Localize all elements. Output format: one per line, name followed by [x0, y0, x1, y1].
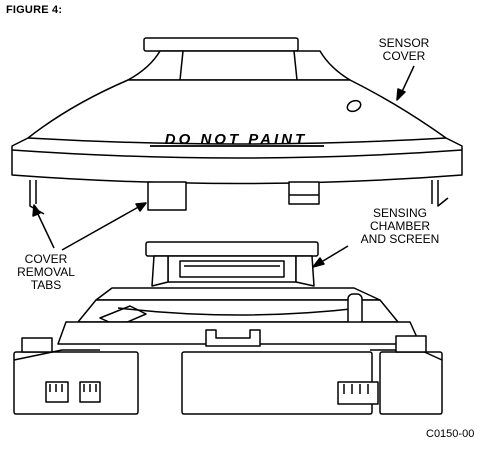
chamber-base-flare — [151, 255, 315, 287]
chamber-top-plate — [145, 241, 319, 257]
base-center-clip — [205, 329, 261, 347]
terminal-block-left-teeth — [49, 384, 97, 392]
sensor-cover-label-line2: COVER — [382, 49, 426, 63]
do-not-paint-text: DO NOT PAINT — [165, 131, 307, 148]
cover-removal-tabs-label: COVER REMOVAL TABS — [10, 253, 82, 292]
callout-arrows — [32, 65, 415, 268]
detector-base — [13, 287, 443, 415]
tabs-arrowhead-left — [32, 204, 41, 217]
sensor-cover-label: SENSOR COVER — [366, 37, 442, 63]
sensing-chamber-label-line2: CHAMBER — [369, 219, 430, 233]
tabs-leader-left — [35, 209, 55, 249]
cover-neck-rib-left — [179, 50, 184, 81]
cover-top-cap — [143, 37, 299, 52]
part-code: C0150-00 — [426, 428, 475, 440]
sensing-chamber — [145, 241, 319, 287]
base-housing-left — [13, 351, 139, 415]
chamber-screen-window — [179, 260, 285, 278]
cover-neck — [127, 50, 351, 81]
cover-tabs-label-line3: TABS — [30, 278, 62, 292]
cover-lug-left — [147, 181, 187, 211]
sensor-cover-label-line1: SENSOR — [378, 36, 430, 50]
sensor-cover-arrowhead — [396, 88, 406, 101]
base-upper-ring — [95, 287, 381, 301]
cover-led-hole — [346, 99, 362, 113]
tabs-arrowhead-right — [135, 202, 147, 212]
sensing-chamber-leader — [317, 245, 349, 265]
cover-lug-right — [288, 181, 320, 205]
base-housing-right — [379, 351, 443, 415]
base-boss-left — [21, 337, 53, 353]
cover-rim-line — [11, 149, 463, 159]
cover-neck-rib-right — [293, 50, 298, 81]
base-boss-right — [395, 335, 427, 353]
sensing-chamber-label-line3: AND SCREEN — [360, 232, 440, 246]
cover-tabs-label-line2: REMOVAL — [17, 265, 75, 279]
cover-tabs-label-line1: COVER — [24, 252, 68, 266]
cover-tab-right — [431, 180, 449, 207]
tabs-leader-right — [61, 204, 143, 251]
terminal-block-right-teeth — [343, 384, 369, 394]
cover-shoulder-line — [27, 137, 447, 145]
sensing-chamber-label: SENSING CHAMBER AND SCREEN — [345, 207, 455, 246]
sensing-chamber-label-line1: SENSING — [372, 206, 427, 220]
base-inner-arc — [117, 307, 361, 316]
figure-title: FIGURE 4: — [6, 4, 63, 16]
sensor-cover: DO NOT PAINT — [11, 37, 463, 215]
sensing-chamber-arrowhead — [312, 257, 325, 268]
